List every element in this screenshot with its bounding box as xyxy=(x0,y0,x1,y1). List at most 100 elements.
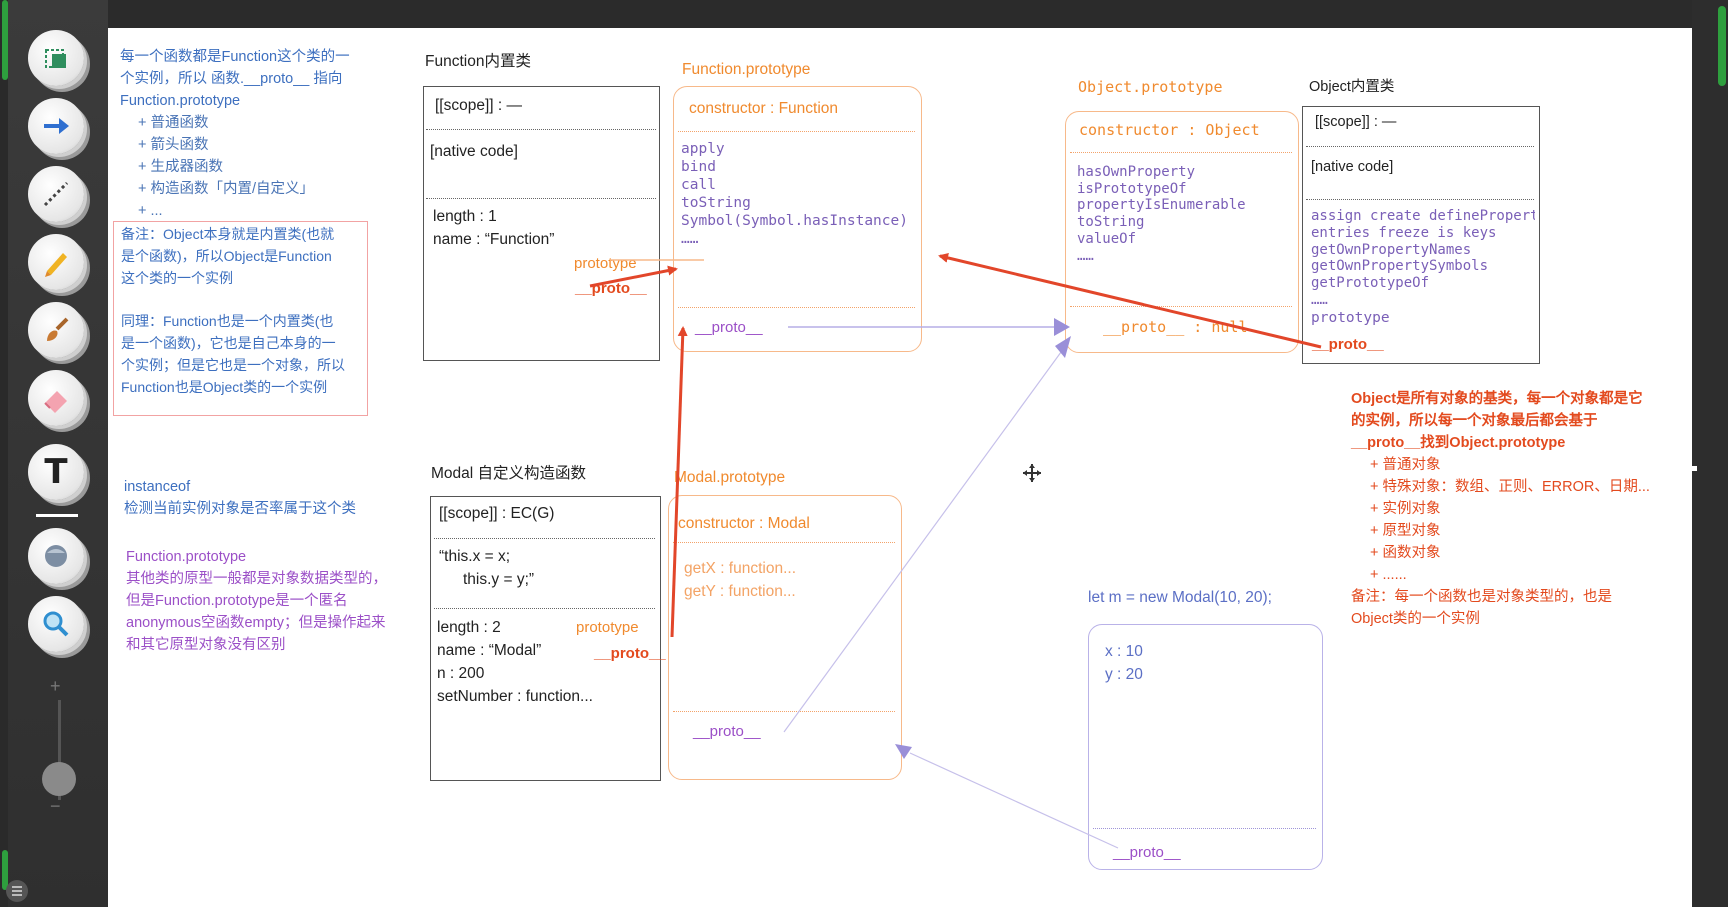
method-item: bind xyxy=(681,159,716,175)
function-builtin-box xyxy=(423,86,660,361)
pencil-icon xyxy=(45,253,67,277)
instance-box xyxy=(1088,624,1323,870)
note-instanceof: instanceof 检测当前实例对象是否率属于这个类 xyxy=(124,476,356,520)
new-page-tool-button[interactable] xyxy=(28,30,84,86)
note-line: anonymous空函数empty；但是操作起来 xyxy=(126,615,386,631)
proto-link-line xyxy=(1054,318,1070,336)
note-line: 备注：每一个函数也是对象类型的，也是 xyxy=(1351,589,1612,605)
proto-link-line xyxy=(938,252,1322,349)
method-item: call xyxy=(681,177,716,193)
divider xyxy=(1070,152,1292,153)
method-item: Symbol(Symbol.hasInstance) xyxy=(681,213,908,229)
method-item: getPrototypeOf xyxy=(1311,275,1430,292)
method-list: apply bind call toString Symbol(Symbol.h… xyxy=(681,140,908,248)
property: setNumber : function... xyxy=(437,688,593,705)
pencil-tool-button[interactable] xyxy=(28,234,84,290)
list-item: + 生成器函数 xyxy=(138,159,223,175)
divider xyxy=(673,711,895,712)
arrow-tool-button[interactable] xyxy=(28,98,84,154)
scope: [[scope]] : EC(G) xyxy=(439,505,555,522)
note-object-types: + 普通对象 + 特殊对象：数组、正则、ERROR、日期... + 实例对象 +… xyxy=(1370,454,1650,586)
magnifier-tool-button[interactable] xyxy=(28,596,84,652)
method-list-clip: assign create defineProperty entries fre… xyxy=(1311,208,1535,309)
method-item: …… xyxy=(1077,247,1094,264)
whiteboard-canvas[interactable]: 每一个函数都是Function这个类的一 个实例，所以 函数.__proto__… xyxy=(108,28,1692,907)
method-item: …… xyxy=(1311,291,1328,308)
note-line: 个实例，所以 函数.__proto__ 指向 xyxy=(120,71,343,87)
note-object-base: Object是所有对象的基类，每一个对象都是它 的实例，所以每一个对象最后都会基… xyxy=(1351,388,1643,454)
text-tool-button[interactable]: T xyxy=(28,444,84,500)
menu-button[interactable] xyxy=(6,880,28,902)
proto-label: __proto__ xyxy=(1312,336,1384,353)
modal-constructor-title: Modal 自定义构造函数 xyxy=(431,465,587,482)
modal-prototype-title: Modal.prototype xyxy=(674,469,786,486)
method-list: hasOwnProperty isPrototypeOf propertyIsE… xyxy=(1077,164,1246,264)
function-prototype-title: Function.prototype xyxy=(682,61,811,78)
note-function-prototype: Function.prototype 其他类的原型一般都是对象数据类型的， 但是… xyxy=(126,546,387,656)
function-builtin-title: Function内置类 xyxy=(425,53,531,70)
divider xyxy=(426,198,656,199)
connector-layer xyxy=(589,252,1322,849)
method-list: getX : function... getY : function... xyxy=(684,557,796,603)
instance-code: let m = new Modal(10, 20); xyxy=(1088,589,1272,606)
note-line: 其他类的原型一般都是对象数据类型的， xyxy=(126,571,387,587)
divider xyxy=(1093,828,1316,829)
method-item: apply xyxy=(681,141,725,157)
rail-accent xyxy=(1718,6,1726,86)
remark-line: 同理：Function也是一个内置类(也 xyxy=(121,313,334,330)
rail-accent xyxy=(2,850,8,890)
active-tool-underline xyxy=(36,514,78,517)
proto-link-line xyxy=(895,744,912,759)
proto-label: __proto__ xyxy=(594,645,666,662)
eraser-tool-button[interactable] xyxy=(28,370,84,426)
brush-tool-button[interactable] xyxy=(28,302,84,358)
scope: [[scope]] : — xyxy=(1315,114,1397,130)
note-line: Function.prototype xyxy=(126,549,247,565)
scroll-indicator[interactable] xyxy=(1692,466,1697,471)
note-line: instanceof xyxy=(124,479,191,495)
method-item: getY : function... xyxy=(684,583,796,600)
list-item: + 原型对象 xyxy=(1370,523,1441,539)
note-line: 每一个函数都是Function这个类的一 xyxy=(120,49,350,65)
remark-line: 个实例；但是它也是一个对象，所以 xyxy=(121,356,345,373)
right-edge xyxy=(1692,0,1728,907)
list-item: + 特殊对象：数组、正则、ERROR、日期... xyxy=(1370,479,1650,495)
toolbar: T + − xyxy=(0,0,108,907)
list-item: + 构造函数「内置/自定义」 xyxy=(138,181,315,197)
method-item: isPrototypeOf xyxy=(1077,180,1187,197)
top-bar xyxy=(0,0,1728,28)
list-item: + 普通对象 xyxy=(1370,457,1441,473)
length: length : 1 xyxy=(433,208,497,225)
method-item: getOwnPropertySymbols xyxy=(1311,258,1489,275)
note-line: __proto__找到Object.prototype xyxy=(1351,435,1566,451)
note-line: Object类的一个实例 xyxy=(1351,611,1480,627)
method-item: valueOf xyxy=(1077,230,1137,247)
fill-tool-button[interactable] xyxy=(28,528,84,584)
menu-icon xyxy=(12,886,22,896)
rail-accent xyxy=(2,0,8,80)
proto-link-line xyxy=(670,326,688,638)
method-item: entries freeze is keys xyxy=(1311,224,1497,241)
divider xyxy=(673,542,895,543)
method-item: toString xyxy=(1077,214,1145,231)
divider xyxy=(434,538,655,539)
zoom-slider-track[interactable] xyxy=(58,700,61,800)
zoom-out-button[interactable]: − xyxy=(50,796,61,816)
fill-bucket-icon xyxy=(45,545,67,567)
remark-line: 备注：Object本身就是内置类(也就 xyxy=(121,226,335,242)
zoom-slider-thumb[interactable] xyxy=(42,762,76,796)
zoom-in-button[interactable]: + xyxy=(50,676,61,696)
remark-line: Function也是Object类的一个实例 xyxy=(121,378,328,395)
modal-constructor-box xyxy=(430,496,661,781)
method-item: propertyIsEnumerable xyxy=(1077,197,1246,214)
proto-link-line xyxy=(1055,336,1071,358)
instance-x: x : 10 xyxy=(1105,643,1143,660)
list-item: + 函数对象 xyxy=(1370,545,1441,561)
list-item: + ...... xyxy=(1370,567,1407,583)
divider xyxy=(434,608,655,609)
object-builtin-box xyxy=(1302,106,1540,364)
rail-edge xyxy=(0,0,8,907)
property: n : 200 xyxy=(437,665,485,682)
eraser-icon xyxy=(44,391,67,413)
dashed-line-tool-button[interactable] xyxy=(28,166,84,222)
